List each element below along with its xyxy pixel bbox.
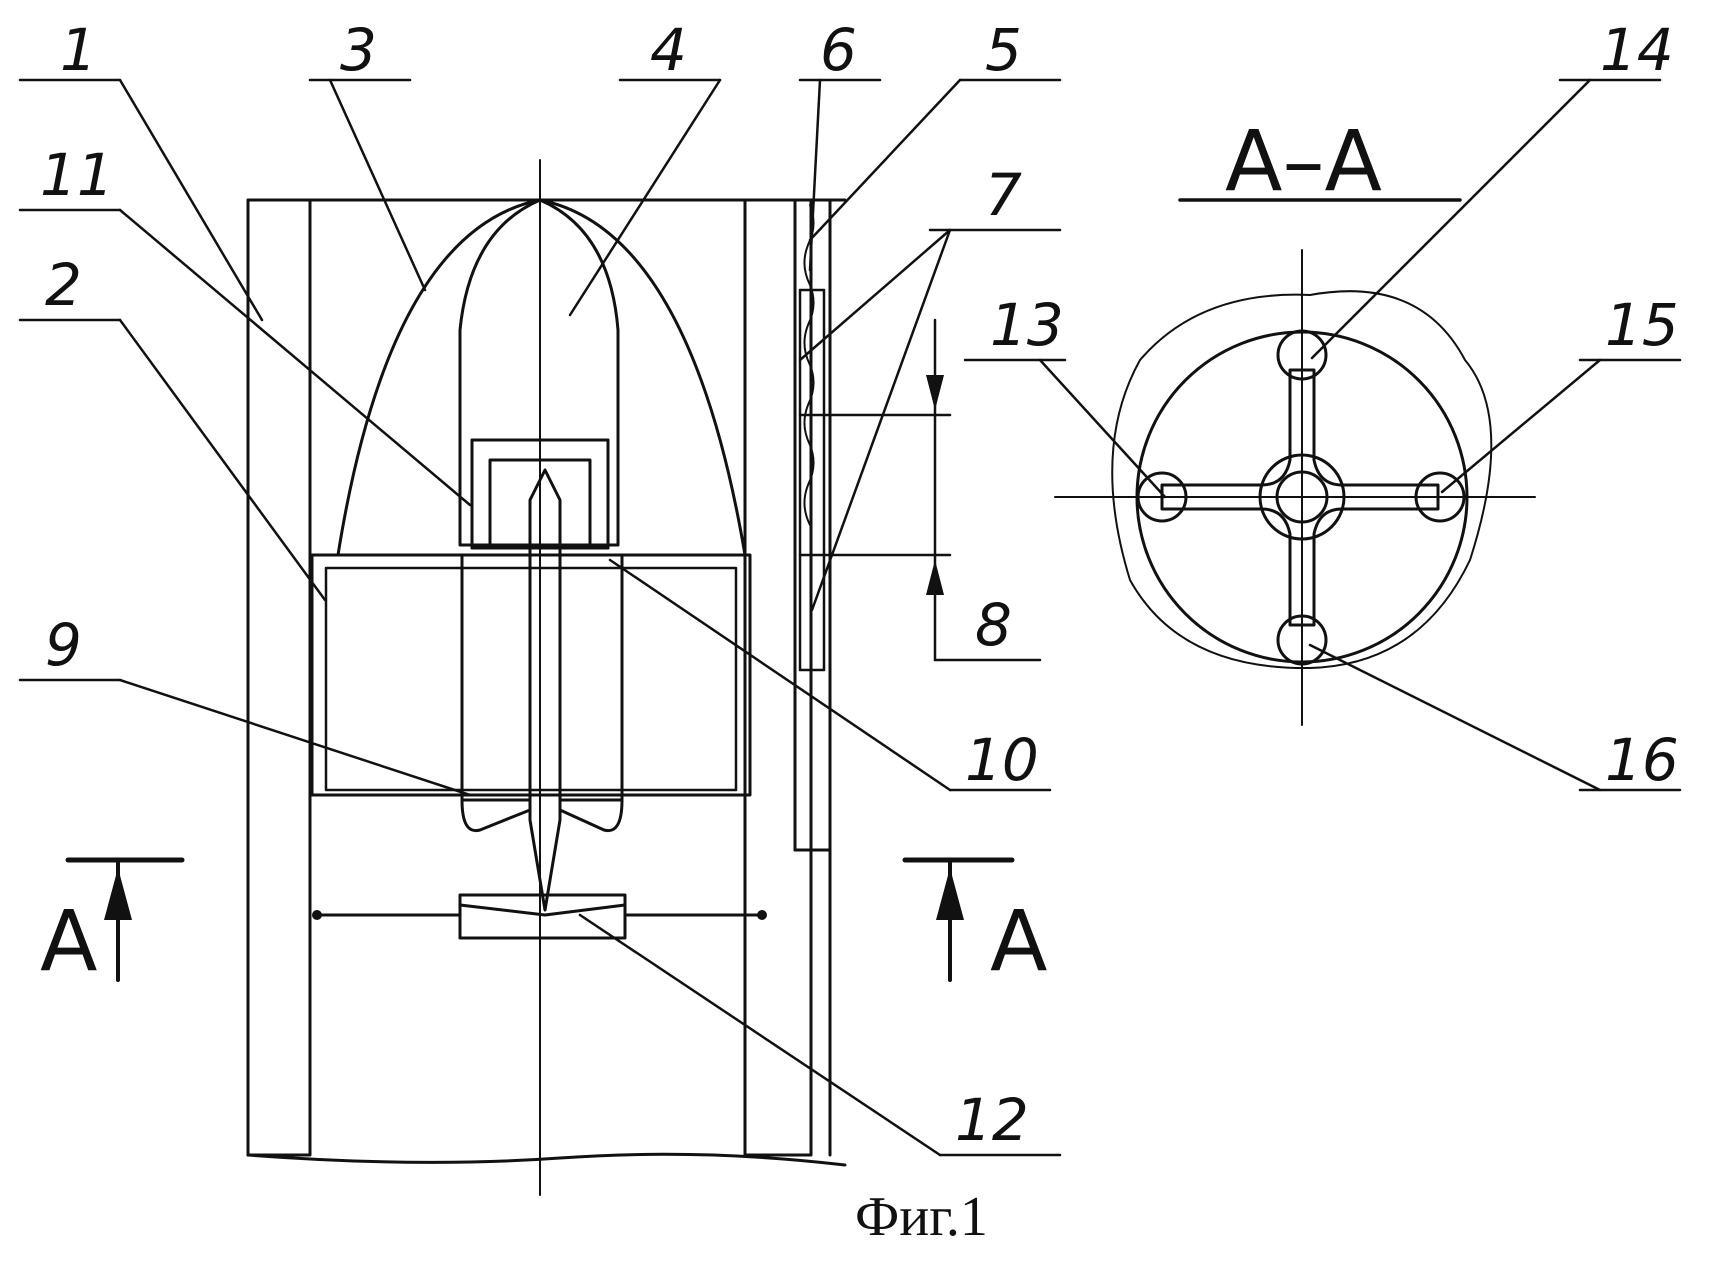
explosive-filler-right — [560, 555, 622, 800]
label-3: 3 — [340, 16, 377, 84]
figure-caption: Фиг.1 — [855, 1186, 988, 1248]
label-16: 16 — [1605, 726, 1679, 794]
label-11: 11 — [40, 141, 114, 209]
section-view: А–А 14 13 15 16 — [965, 16, 1680, 794]
label-8: 8 — [975, 591, 1012, 659]
label-7: 7 — [985, 161, 1022, 229]
label-1: 1 — [60, 16, 97, 84]
label-15: 15 — [1605, 291, 1679, 359]
section-title: А–А — [1225, 112, 1382, 210]
label-6: 6 — [820, 16, 857, 84]
label-2: 2 — [45, 251, 82, 319]
label-5: 5 — [985, 16, 1022, 84]
label-13: 13 — [990, 291, 1064, 359]
main-view: А А — [40, 160, 1047, 1195]
ogive-fairing — [338, 200, 745, 555]
explosive-filler-left — [462, 555, 530, 800]
label-9: 9 — [45, 611, 82, 679]
label-12: 12 — [955, 1086, 1029, 1154]
central-rod — [530, 470, 560, 910]
label-10: 10 — [965, 726, 1039, 794]
label-14: 14 — [1600, 16, 1674, 84]
section-mark-left: А — [40, 892, 97, 990]
label-4: 4 — [650, 16, 687, 84]
section-mark-right: А — [990, 892, 1047, 990]
